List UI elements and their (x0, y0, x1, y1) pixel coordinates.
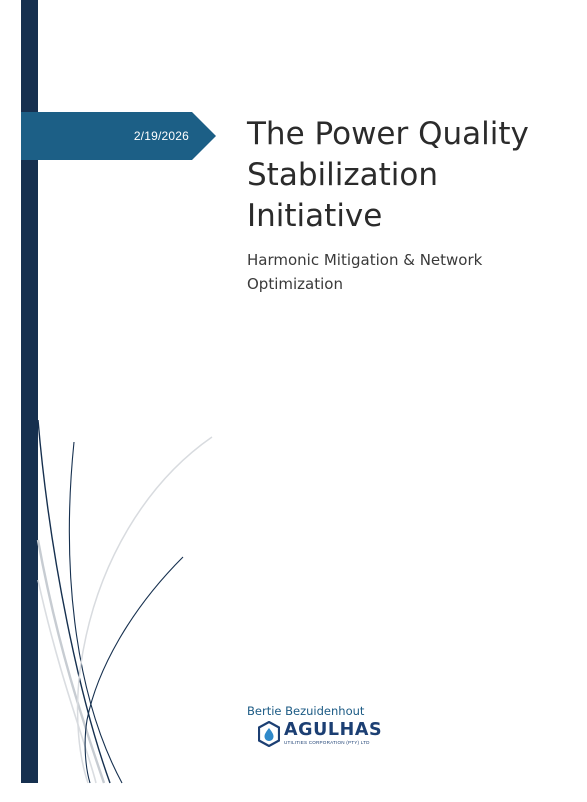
document-title: The Power Quality Stabilization Initiati… (247, 116, 529, 234)
company-logo: AGULHAS UTILITIES CORPORATION (PTY) LTD (258, 721, 408, 749)
date-banner: 2/19/2026 (21, 112, 216, 160)
banner-arrow-shape (21, 112, 216, 160)
author-name: Bertie Bezuidenhout (247, 704, 365, 718)
left-navy-bar (21, 0, 38, 783)
logo-drop-icon (258, 721, 280, 747)
document-date: 2/19/2026 (133, 129, 189, 143)
document-subtitle: Harmonic Mitigation & Network Optimizati… (247, 251, 483, 293)
logo-name: AGULHAS (284, 720, 383, 740)
logo-tagline: UTILITIES CORPORATION (PTY) LTD (284, 740, 370, 745)
